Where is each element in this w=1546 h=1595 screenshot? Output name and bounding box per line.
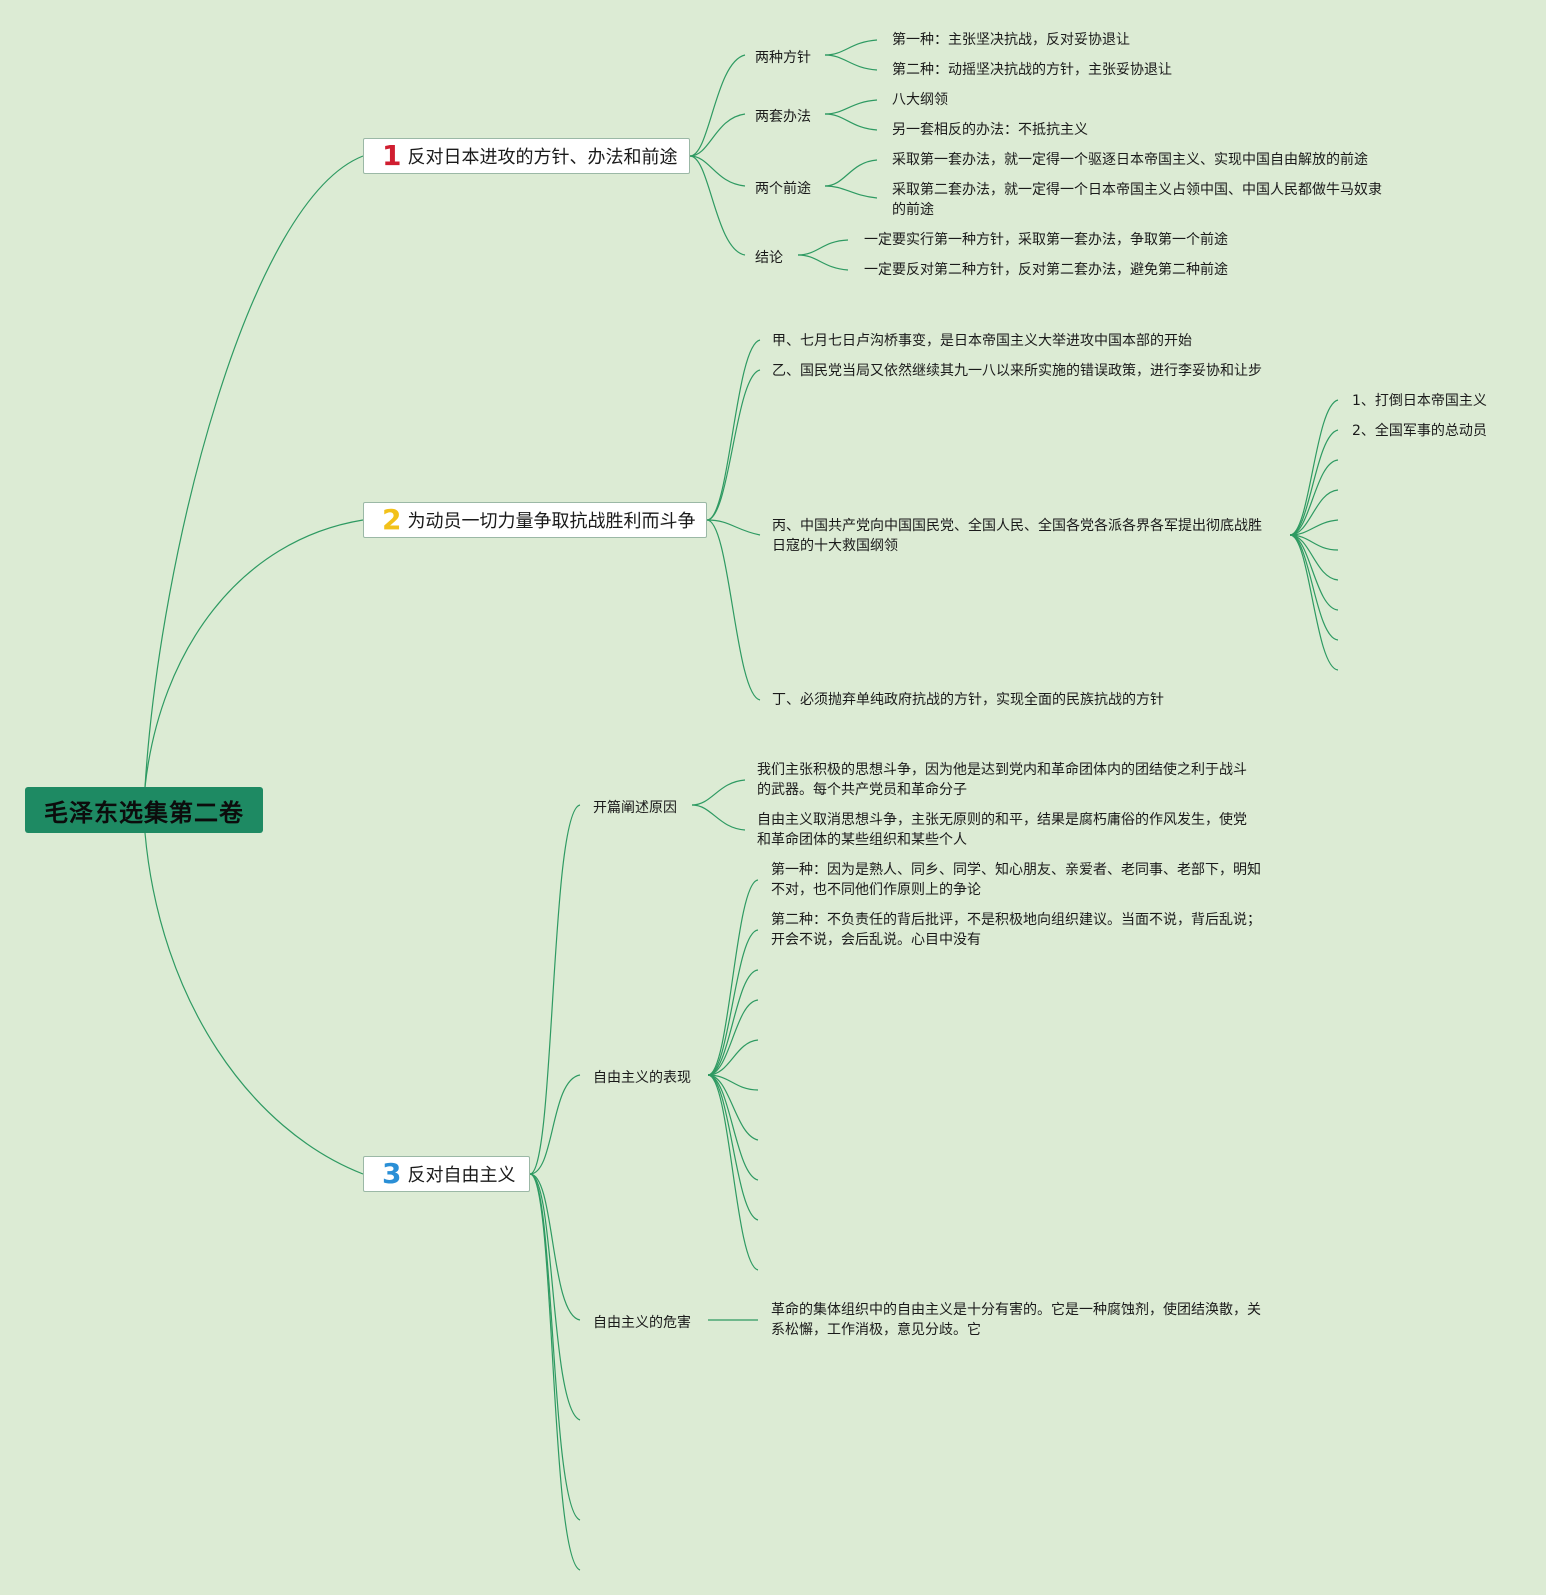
b1-leaf[interactable]: 另一套相反的办法：不抵抗主义 xyxy=(892,122,1088,138)
b1-leaf[interactable]: 采取第一套办法，就一定得一个驱逐日本帝国主义、实现中国自由解放的前途 xyxy=(892,152,1368,168)
branch-3-title: 反对自由主义 xyxy=(407,1165,516,1186)
branch-1-title: 反对日本进攻的方针、办法和前途 xyxy=(407,147,678,168)
b2-leaf[interactable]: 丙、中国共产党向中国国民党、全国人民、全国各党各派各界各军提出彻底战胜日寇的十大… xyxy=(772,518,1262,554)
b2-sub-leaf[interactable]: 1、打倒日本帝国主义 xyxy=(1352,393,1487,409)
root-node[interactable]: 毛泽东选集第二卷 xyxy=(25,787,263,833)
b3-leaf[interactable]: 第一种：因为是熟人、同乡、同学、知心朋友、亲爱者、老同事、老部下，明知不对，也不… xyxy=(771,862,1261,898)
branch-2-title: 为动员一切力量争取抗战胜利而斗争 xyxy=(407,511,696,532)
b3-group-label[interactable]: 自由主义的表现 xyxy=(593,1070,691,1086)
branch-2-number: 2 xyxy=(382,503,402,536)
b1-group-label[interactable]: 结论 xyxy=(755,250,783,266)
b1-group-label[interactable]: 两套办法 xyxy=(755,109,811,125)
b3-leaf[interactable]: 自由主义取消思想斗争，主张无原则的和平，结果是腐朽庸俗的作风发生，使党和革命团体… xyxy=(757,812,1247,848)
b1-leaf[interactable]: 一定要实行第一种方针，采取第一套办法，争取第一个前途 xyxy=(864,232,1228,248)
b1-group-label[interactable]: 两个前途 xyxy=(755,181,811,197)
b1-leaf[interactable]: 第一种：主张坚决抗战，反对妥协退让 xyxy=(892,32,1130,48)
b3-group-label[interactable]: 开篇阐述原因 xyxy=(593,800,677,816)
b1-group-label[interactable]: 两种方针 xyxy=(755,50,811,66)
b3-leaf[interactable]: 我们主张积极的思想斗争，因为他是达到党内和革命团体内的团结使之利于战斗的武器。每… xyxy=(757,762,1247,798)
b3-group-label[interactable]: 自由主义的危害 xyxy=(593,1315,691,1331)
b2-sub-leaf[interactable]: 2、全国军事的总动员 xyxy=(1352,423,1487,439)
branch-1-node[interactable]: 1 反对日本进攻的方针、办法和前途 xyxy=(363,138,690,174)
b1-leaf[interactable]: 一定要反对第二种方针，反对第二套办法，避免第二种前途 xyxy=(864,262,1228,278)
branch-3-node[interactable]: 3 反对自由主义 xyxy=(363,1156,530,1192)
b2-leaf[interactable]: 丁、必须抛弃单纯政府抗战的方针，实现全面的民族抗战的方针 xyxy=(772,692,1164,708)
branch-2-node[interactable]: 2 为动员一切力量争取抗战胜利而斗争 xyxy=(363,502,707,538)
root-title: 毛泽东选集第二卷 xyxy=(44,798,244,827)
b3-leaf[interactable]: 第二种：不负责任的背后批评，不是积极地向组织建议。当面不说，背后乱说；开会不说，… xyxy=(771,912,1261,948)
b2-leaf[interactable]: 甲、七月七日卢沟桥事变，是日本帝国主义大举进攻中国本部的开始 xyxy=(772,333,1192,349)
b1-leaf[interactable]: 采取第二套办法，就一定得一个日本帝国主义占领中国、中国人民都做牛马奴隶的前途 xyxy=(892,182,1382,218)
b1-leaf[interactable]: 第二种：动摇坚决抗战的方针，主张妥协退让 xyxy=(892,62,1172,78)
branch-3-number: 3 xyxy=(382,1157,402,1190)
b3-leaf[interactable]: 革命的集体组织中的自由主义是十分有害的。它是一种腐蚀剂，使团结涣散，关系松懈，工… xyxy=(771,1302,1261,1338)
branch-1-number: 1 xyxy=(382,139,402,172)
b1-leaf[interactable]: 八大纲领 xyxy=(892,92,948,108)
b2-leaf[interactable]: 乙、国民党当局又依然继续其九一八以来所实施的错误政策，进行李妥协和让步 xyxy=(772,363,1262,379)
